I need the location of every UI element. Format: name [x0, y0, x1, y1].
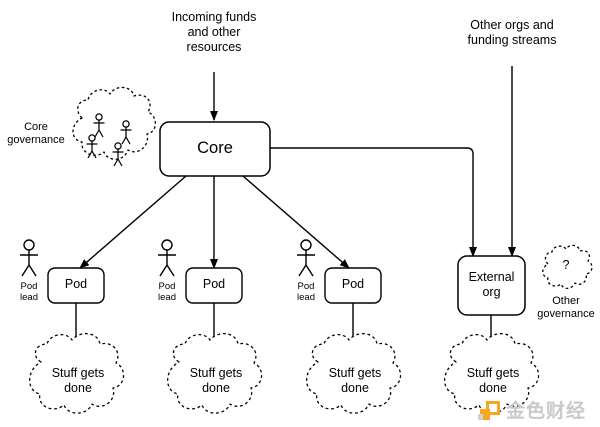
edge-core-to-pod-3 — [242, 175, 350, 269]
pod-2-box[interactable] — [185, 267, 243, 304]
stuff-cloud-3[interactable] — [305, 333, 402, 414]
pod-lead-1-icon — [20, 239, 38, 277]
edge-core-to-pod-1 — [79, 175, 187, 269]
pod-lead-3-icon — [297, 239, 315, 277]
other-governance-cloud[interactable] — [542, 244, 593, 290]
watermark-text: 金色财经 — [506, 400, 587, 422]
edge-core-to-external-org — [270, 147, 477, 257]
pod-lead-2-icon — [158, 239, 176, 277]
person-icon — [112, 142, 124, 167]
pod-1-box[interactable] — [47, 267, 105, 304]
watermark-logo-icon — [478, 400, 502, 422]
stuff-cloud-1[interactable] — [28, 333, 125, 414]
person-icon — [86, 134, 98, 159]
core-governance-cloud[interactable] — [72, 86, 157, 167]
person-icon — [120, 120, 132, 145]
external-org-box[interactable] — [457, 255, 526, 316]
person-icon — [93, 113, 105, 138]
watermark: 金色财经 — [478, 397, 596, 425]
core-box[interactable] — [159, 121, 271, 177]
pod-3-box[interactable] — [324, 267, 382, 304]
stuff-cloud-4[interactable] — [443, 333, 540, 414]
stuff-cloud-2[interactable] — [166, 333, 263, 414]
